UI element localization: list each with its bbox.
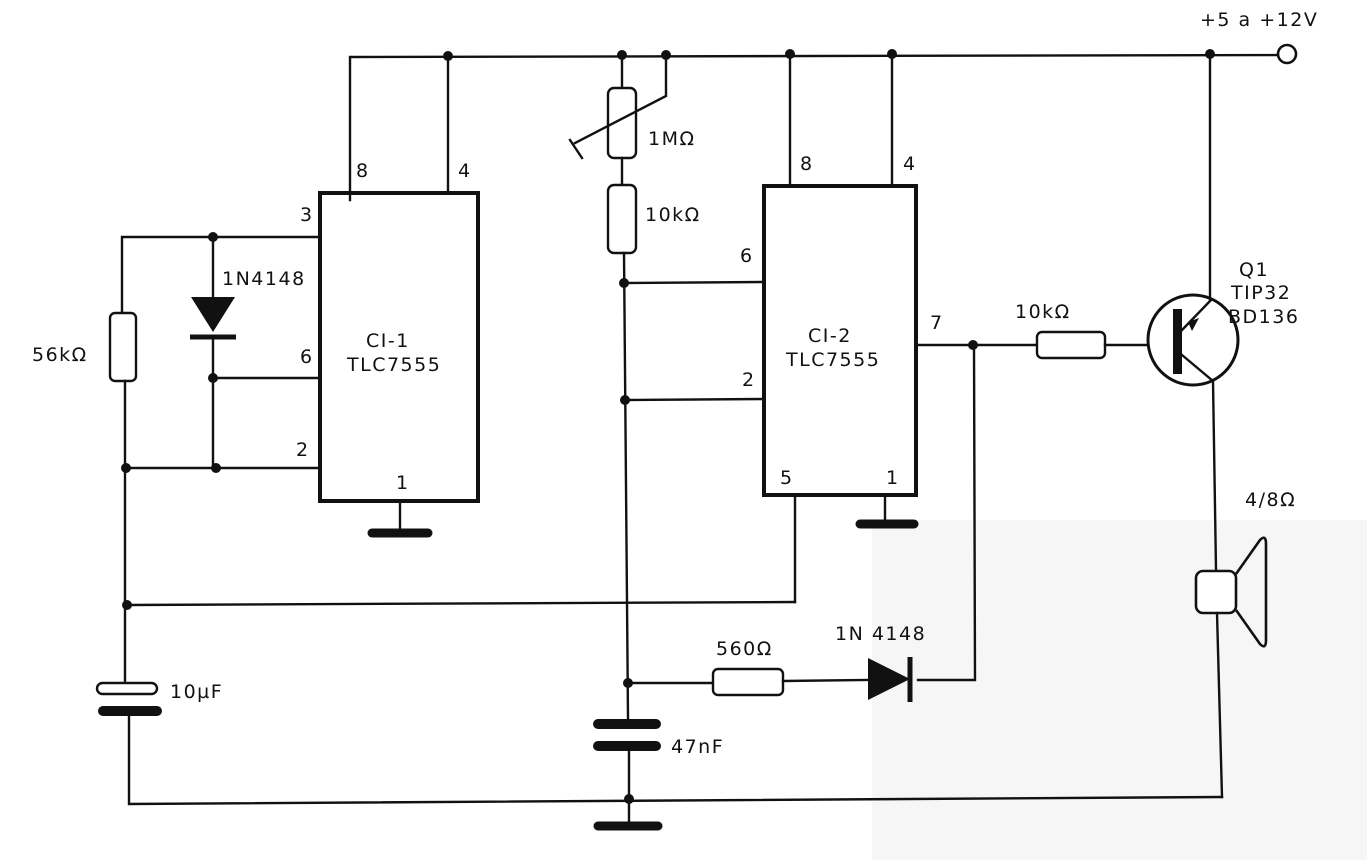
resistor-56k [108, 311, 138, 383]
ci2-pin-6: 6 [740, 245, 752, 267]
transistor-ref: Q1 [1239, 259, 1269, 281]
supply-rail: +5 a +12V [348, 9, 1318, 202]
supply-terminal [1276, 43, 1298, 65]
ci1-name: CI-1 [366, 330, 410, 352]
speaker-label: 4/8Ω [1245, 489, 1296, 511]
supply-label: +5 a +12V [1200, 9, 1318, 31]
capacitor-47nf-label: 47nF [671, 736, 724, 758]
ci1-pin-2: 2 [296, 439, 308, 461]
resistor-56k-label: 56kΩ [32, 344, 88, 366]
resistor-10k-base [1035, 330, 1107, 360]
ci2-pin-8: 8 [800, 153, 812, 175]
diode-1n4148-feedback [868, 658, 910, 700]
ic-ci2: 8 4 6 2 7 5 1 CI-2 TLC7555 [740, 52, 942, 604]
transistor-q1: Q1 TIP32 BD136 [1146, 52, 1299, 572]
ci2-part: TLC7555 [785, 349, 880, 371]
ci2-timing-network: 1MΩ 10kΩ 47nF [568, 53, 766, 831]
resistor-560 [711, 667, 785, 697]
capacitor-10uf-label: 10µF [170, 681, 223, 703]
capacitor-10uf [95, 681, 159, 696]
ci1-part: TLC7555 [346, 354, 441, 376]
ci1-pin-1: 1 [396, 472, 408, 494]
ci2-pin-1: 1 [886, 467, 898, 489]
speaker: 4/8Ω [1194, 489, 1296, 799]
output-stage: 10kΩ 560Ω 1N 4148 Q1 TIP32 BD136 [626, 52, 1299, 799]
resistor-10k-timing-label: 10kΩ [645, 204, 701, 226]
resistor-560-label: 560Ω [716, 638, 773, 660]
potentiometer-1m-label: 1MΩ [648, 128, 696, 150]
transistor-part-1: TIP32 [1230, 282, 1291, 304]
resistor-10k-timing [606, 183, 638, 255]
ci2-name: CI-2 [808, 325, 852, 347]
background-print-bleed [872, 520, 1367, 860]
ci1-timing-network: 56kΩ 1N4148 10µF [32, 232, 1224, 806]
ci2-pin-4: 4 [903, 153, 915, 175]
ci1-pin-6: 6 [300, 346, 312, 368]
ic-ci1: 8 4 3 6 2 1 CI-1 TLC7555 [296, 54, 480, 538]
ci1-pin-4: 4 [458, 160, 470, 182]
ci2-pin-2: 2 [742, 369, 754, 391]
ci2-pin-7: 7 [930, 312, 942, 334]
transistor-part-2: BD136 [1228, 306, 1299, 328]
ci1-pin-8: 8 [356, 160, 368, 182]
diode-1n4148 [191, 297, 235, 332]
diode-2-label: 1N 4148 [835, 623, 926, 645]
ci1-pin-3: 3 [300, 204, 312, 226]
resistor-10k-base-label: 10kΩ [1015, 301, 1071, 323]
ci2-pin-5: 5 [780, 467, 792, 489]
diode-1-label: 1N4148 [222, 268, 306, 290]
